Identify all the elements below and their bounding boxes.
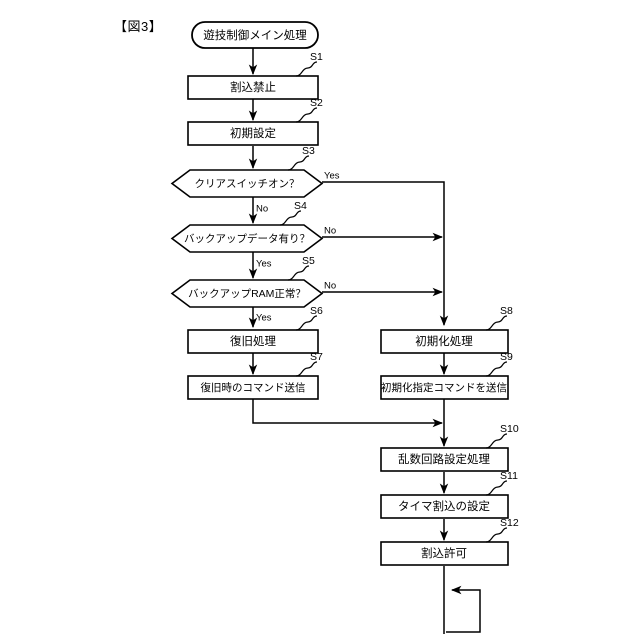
node-s10-label: 乱数回路設定処理 bbox=[398, 452, 490, 466]
connector-loop-back bbox=[446, 585, 481, 633]
node-s1[interactable]: 割込禁止 bbox=[187, 75, 319, 100]
branch-label-s4-yes: Yes bbox=[256, 259, 272, 270]
leader-s11 bbox=[485, 480, 508, 496]
node-s7-label: 復旧時のコマンド送信 bbox=[201, 381, 306, 394]
branch-label-s3-yes: Yes bbox=[324, 171, 340, 182]
node-s11[interactable]: タイマ割込の設定 bbox=[380, 494, 509, 519]
branch-label-s5-no: No bbox=[324, 281, 336, 292]
node-s5[interactable]: バックアップRAM正常？ bbox=[170, 279, 324, 308]
node-s9-label: 初期化指定コマンドを送信 bbox=[381, 381, 507, 394]
step-id-s8: S8 bbox=[500, 305, 513, 317]
node-s8[interactable]: 初期化処理 bbox=[380, 329, 509, 354]
leader-s8 bbox=[485, 315, 508, 331]
node-s4-label: バックアップデータ有り？ bbox=[184, 232, 310, 245]
leader-s10 bbox=[485, 433, 508, 449]
step-id-layer: S1 S2 S3 S4 S5 S6 S7 S8 S9 S10 S11 S12 bbox=[279, 51, 519, 543]
node-s3-label: クリアスイッチオン？ bbox=[195, 178, 300, 190]
step-id-s5: S5 bbox=[302, 255, 315, 267]
node-s12-label: 割込許可 bbox=[421, 546, 467, 560]
leader-s9 bbox=[485, 361, 508, 377]
node-start[interactable]: 遊技制御メイン処理 bbox=[191, 21, 319, 49]
node-s1-label: 割込禁止 bbox=[230, 80, 276, 94]
branch-label-s4-no: No bbox=[324, 226, 336, 237]
leader-s4 bbox=[279, 210, 302, 226]
node-s8-label: 初期化処理 bbox=[415, 334, 473, 348]
step-id-s12: S12 bbox=[500, 517, 519, 529]
node-s5-label: バックアップRAM正常？ bbox=[188, 287, 306, 300]
leader-s6 bbox=[295, 315, 318, 331]
step-id-s9: S9 bbox=[500, 351, 513, 363]
leader-s7 bbox=[295, 361, 318, 377]
node-s11-label: タイマ割込の設定 bbox=[398, 499, 490, 513]
leader-s3 bbox=[287, 155, 310, 171]
node-s4[interactable]: バックアップデータ有り？ bbox=[170, 224, 324, 253]
node-s12[interactable]: 割込許可 bbox=[380, 541, 509, 566]
connector-s3yes-to-trunk bbox=[322, 181, 449, 327]
node-s3[interactable]: クリアスイッチオン？ bbox=[170, 169, 324, 198]
node-s9[interactable]: 初期化指定コマンドを送信 bbox=[380, 375, 509, 400]
node-start-label: 遊技制御メイン処理 bbox=[203, 28, 307, 42]
branch-label-s5-yes: Yes bbox=[256, 313, 272, 324]
leader-s2 bbox=[295, 107, 318, 123]
step-id-s1: S1 bbox=[310, 51, 323, 63]
step-id-s11: S11 bbox=[500, 470, 518, 482]
connector-layer bbox=[248, 48, 481, 634]
figure-number-label: 【図3】 bbox=[114, 19, 163, 34]
leader-s1 bbox=[295, 61, 318, 77]
step-id-s10: S10 bbox=[500, 423, 519, 435]
step-id-s7: S7 bbox=[310, 351, 323, 363]
step-id-s2: S2 bbox=[310, 97, 323, 109]
node-s10[interactable]: 乱数回路設定処理 bbox=[380, 447, 509, 472]
leader-s5 bbox=[287, 265, 310, 281]
node-s2[interactable]: 初期設定 bbox=[187, 121, 319, 146]
step-id-s4: S4 bbox=[294, 200, 307, 212]
branch-label-s3-no: No bbox=[256, 204, 268, 215]
node-s6[interactable]: 復旧処理 bbox=[187, 329, 319, 354]
step-id-s3: S3 bbox=[302, 145, 315, 157]
node-s7[interactable]: 復旧時のコマンド送信 bbox=[187, 375, 319, 400]
branch-label-layer: Yes No No Yes No Yes bbox=[256, 171, 340, 324]
connector-s7-to-merge bbox=[252, 399, 444, 428]
leader-s12 bbox=[485, 527, 508, 543]
node-s2-label: 初期設定 bbox=[230, 126, 276, 140]
node-s6-label: 復旧処理 bbox=[230, 334, 276, 348]
step-id-s6: S6 bbox=[310, 305, 323, 317]
